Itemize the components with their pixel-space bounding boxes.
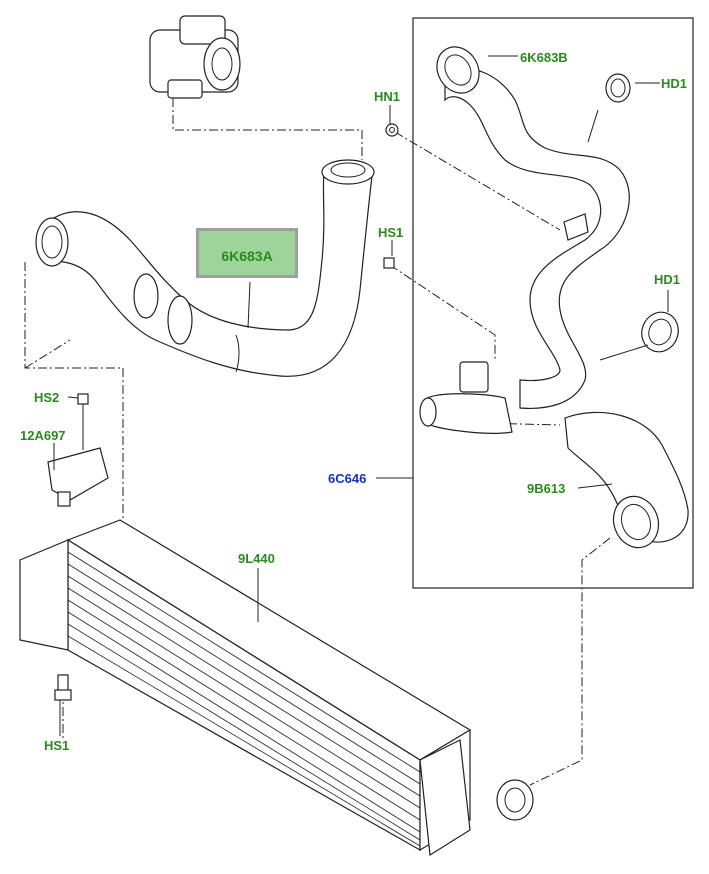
callout-hs2[interactable]: HS2: [34, 390, 60, 405]
hose-clip-upper: [605, 73, 631, 103]
callout-12a697[interactable]: 12A697: [20, 428, 66, 443]
callout-hd1-top[interactable]: HD1: [661, 76, 688, 91]
hose-connector: [419, 361, 513, 434]
callout-6k683b[interactable]: 6K683B: [520, 50, 568, 65]
callout-9l440[interactable]: 9L440: [238, 551, 275, 566]
callout-hd1-lower[interactable]: HD1: [654, 272, 681, 287]
throttle-body: [149, 15, 241, 99]
sensor-12a697: [47, 393, 109, 507]
bolt-hs1-upper: [383, 257, 395, 269]
leader-lines: [53, 55, 669, 736]
hose-6k683b: [436, 46, 630, 409]
callout-hs1-upper[interactable]: HS1: [378, 225, 404, 240]
callout-6c646[interactable]: 6C646: [328, 471, 367, 486]
intercooler-9l440: [19, 519, 534, 857]
hose-6k683a: [35, 159, 375, 377]
nut-hn1: [385, 123, 399, 137]
hose-clip-lower: [641, 311, 679, 353]
highlighted-part-label[interactable]: 6K683A: [196, 228, 298, 278]
assembly-6c646-frame: [412, 17, 694, 589]
hose-9b613: [564, 411, 689, 549]
callout-9b613[interactable]: 9B613: [527, 481, 566, 496]
highlighted-part-text: 6K683A: [221, 248, 273, 264]
callout-hn1[interactable]: HN1: [374, 89, 401, 104]
callout-hs1-lower[interactable]: HS1: [44, 738, 70, 753]
